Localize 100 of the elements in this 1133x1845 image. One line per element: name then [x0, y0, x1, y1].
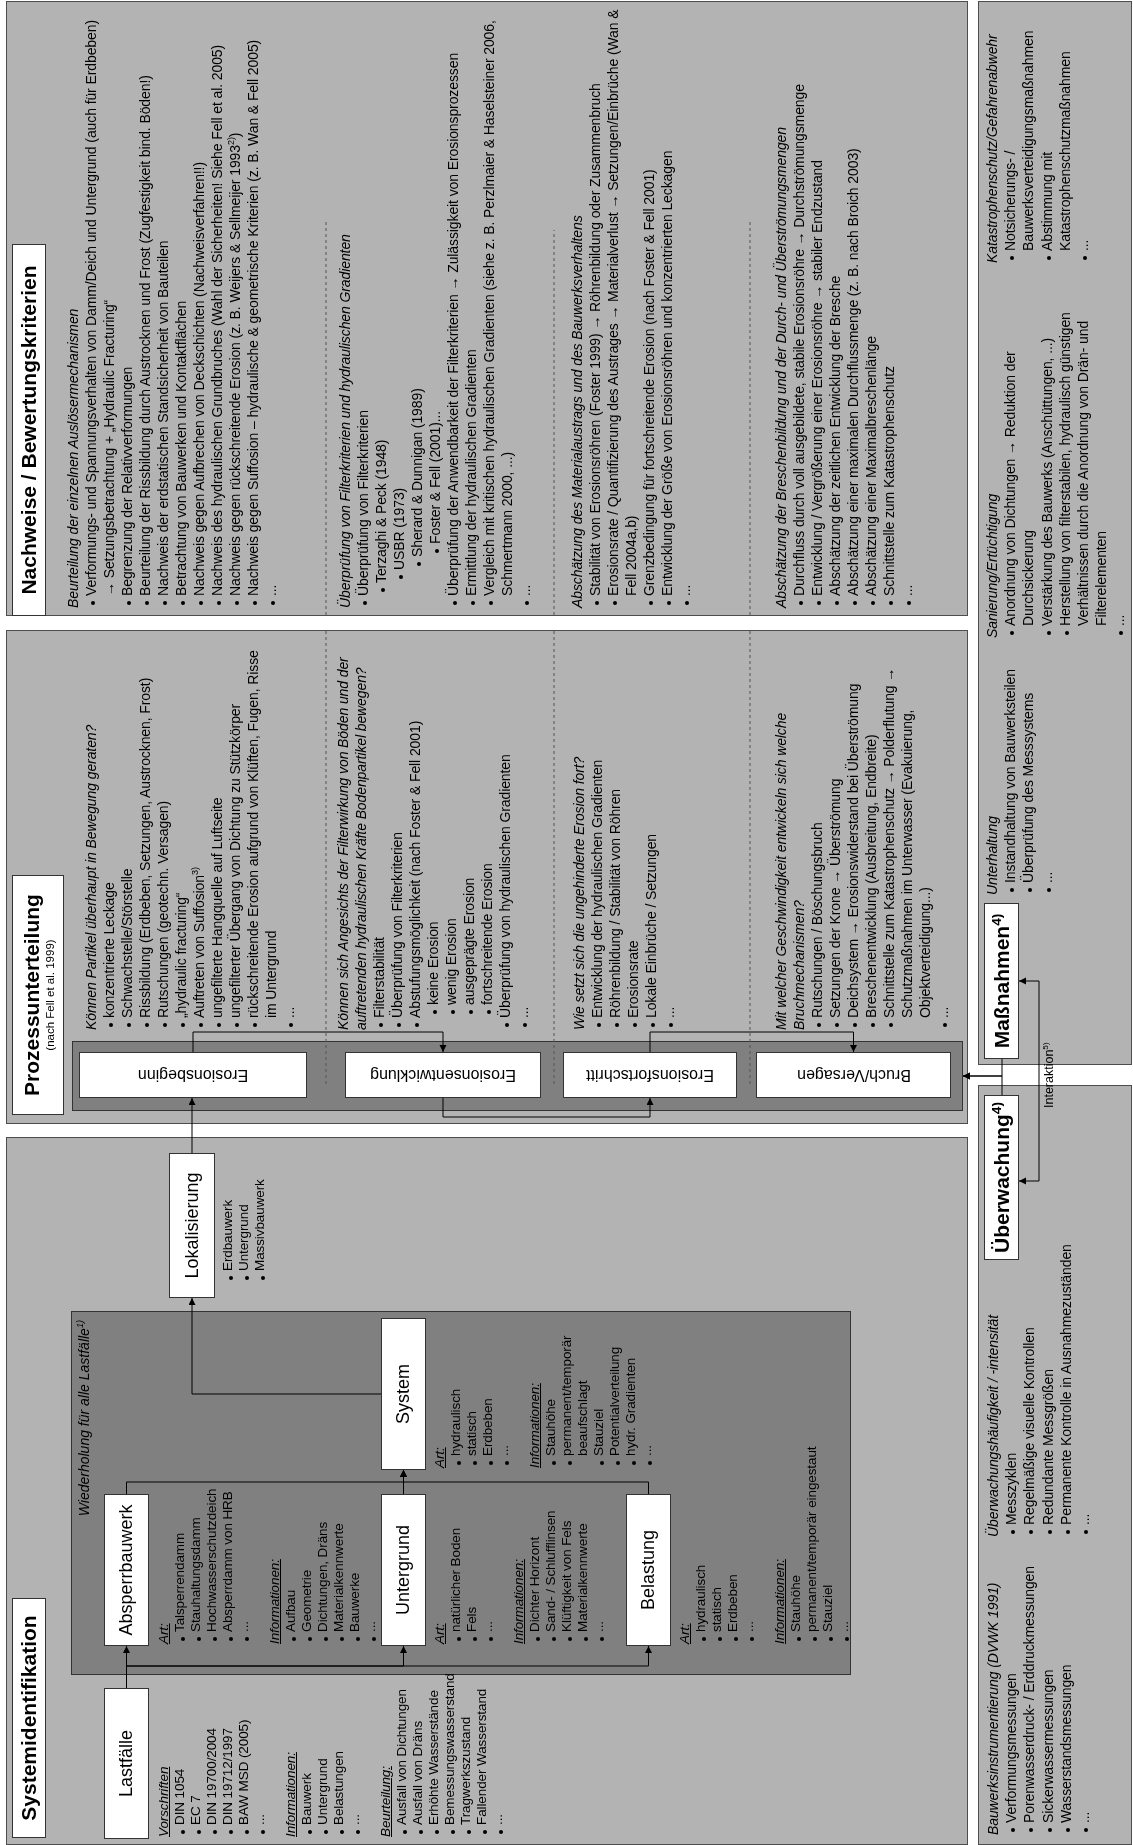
connector-arrow: [188, 1297, 382, 1395]
connector-arrow: [649, 1031, 857, 1053]
list-item: Materialkennwerte: [575, 1484, 591, 1644]
list-heading: Abschätzung des Materialaustrags und des Bauwerksverhaltens: [568, 214, 586, 608]
list-heading: Mit welcher Geschwindigkeit entwickeln sich welche Bruchmechanismen?: [772, 711, 808, 1030]
list-item: Stauziel: [591, 1318, 607, 1468]
list-item: Schwachstelle/Störstelle: [118, 642, 136, 1030]
list-item: ...: [898, 8, 916, 608]
list-item: Massivbauwerk: [252, 1153, 268, 1283]
list-item: Beurteilung der Rissbildung durch Austrocknen und Frost (Zugfestigkeit bind. Böden!): [136, 8, 154, 608]
list-item: keine Erosion: [424, 642, 442, 1030]
list-item: Rissbildung (Erdbeben, Setzungen, Austrocknen, Frost): [136, 642, 154, 1030]
list-item: Fels: [464, 1484, 480, 1644]
list-item: Terzaghi & Peck (1948): [372, 8, 390, 608]
list-item: Stauhaltungsdamm: [188, 1484, 204, 1644]
list-item: Breschenentwicklung (Ausbreitung, Endbreite): [862, 642, 880, 1030]
list-item: wenig Erosion: [442, 642, 460, 1030]
list-item: EC 7: [188, 1665, 204, 1837]
list-item: ...: [514, 642, 532, 1030]
list-item: Hochwasserschutzdeich: [204, 1484, 220, 1644]
list-item: ...: [252, 1665, 268, 1837]
list-item: Überprüfung von hydraulischen Gradienten: [496, 642, 514, 1030]
list-item: ...: [280, 642, 298, 1030]
list-item: Absperrdamm von HRB: [220, 1484, 236, 1644]
list-item: Überprüfung von Filterkriterien: [354, 8, 372, 608]
list-item: natürlicher Boden: [448, 1484, 464, 1644]
list-item: Dichtungen, Dräns: [315, 1484, 331, 1644]
list-item: ...: [236, 1484, 252, 1644]
list-item: Tragwerkszustand: [458, 1665, 474, 1837]
list-item: Permanente Kontrolle in Ausnahmezuständen: [1056, 1207, 1075, 1537]
list-item: hydr. Gradienten: [623, 1318, 639, 1468]
connector-arrow: [400, 1469, 649, 1495]
list-item: konzentrierte Leckage: [100, 642, 118, 1030]
list-item: permanent/temporär beaufschlagt: [559, 1318, 591, 1468]
component-box: [104, 1688, 149, 1839]
list-item: Abschätzung der zeitlichen Entwicklung der Bresche: [826, 8, 844, 608]
title-box: [12, 1598, 46, 1838]
section-panel: [6, 630, 968, 1124]
connector-arrow: [1018, 977, 1040, 1185]
list-item: Klüftigkeit von Fels: [559, 1484, 575, 1644]
list-item: „hydraulic fracturing“: [172, 642, 190, 1030]
list-item: Rutschungen (geotechn. Versagen): [154, 642, 172, 1030]
title-box: [12, 244, 46, 616]
list-item: Abschätzung einer maximalen Durchflussmenge (z. B. nach Broich 2003): [844, 8, 862, 608]
list-item: Herstellung von filterstabilen, hydraulisch günstigen Verhältnissen durch die Anordnung von Drän- und Filterelementen: [1055, 268, 1111, 638]
list-item: ...: [1037, 641, 1056, 895]
list-heading: Unterhaltung: [983, 815, 1001, 895]
list-item: Foster & Fell (2001)...: [426, 8, 444, 608]
list-item: Abschätzung einer Maximalbreschenlänge: [862, 8, 880, 608]
list-item: hydraulisch: [693, 1424, 709, 1644]
list-item: ...: [676, 8, 694, 608]
list-item: Überprüfung des Messsystems: [1019, 641, 1038, 895]
list-item: Stauhöhe: [788, 1424, 804, 1644]
component-box: [626, 1494, 671, 1646]
list-item: ...: [1075, 1540, 1094, 1835]
list-heading: Art:: [432, 1622, 448, 1644]
list-item: Abstufungsmöglichkeit (nach Foster & Fell 2001): [406, 642, 424, 1030]
box-label: Bruch/Versagen: [796, 1066, 911, 1084]
list-item: Schnittstelle zum Katastrophenschutz: [880, 8, 898, 608]
box-label: Absperrbauwerk: [116, 1504, 137, 1636]
box-label: Belastung: [638, 1529, 659, 1611]
list-item: ausgeprägte Erosion: [460, 642, 478, 1030]
list-item: Dichter Horizont: [527, 1484, 543, 1644]
list-heading: Können Partikel überhaupt in Bewegung geraten?: [82, 723, 100, 1030]
process-step-box: [563, 1052, 737, 1098]
list-item: Stauziel: [820, 1424, 836, 1644]
list-item: Potentialverteilung: [607, 1318, 623, 1468]
component-box: [381, 1494, 426, 1646]
list-heading: Wie setzt sich die ungehinderte Erosion fort?: [570, 755, 588, 1030]
list-item: Deichsystem → Erosionswiderstand bei Überströmung: [844, 642, 862, 1030]
connector-arrow: [962, 1072, 1003, 1096]
list-heading: Informationen:: [511, 1558, 527, 1644]
box-label: Lokalisierung: [181, 1172, 203, 1279]
list-item: ...: [347, 1665, 363, 1837]
list-item: ...: [660, 642, 678, 1030]
list-item: Verstärkung des Bauwerks (Anschüttungen, ...): [1037, 268, 1056, 638]
connector-arrow: [192, 1031, 447, 1053]
list-item: Ermittlung der hydraulischen Gradienten: [462, 8, 480, 608]
list-item: Instandhaltung von Bauwerksteilen: [1001, 641, 1020, 895]
section-panel: [6, 1, 968, 616]
list-item: Ausfall von Dräns: [410, 1665, 426, 1837]
list-item: Erdbeben: [480, 1318, 496, 1468]
list-item: BAW MSD (2005): [236, 1665, 252, 1837]
section-title: Systemidentifikation: [17, 1615, 41, 1821]
list-item: ungefilterte Hangquelle auf Luftseite: [208, 642, 226, 1030]
list-item: permanent/temporär eingestaut: [804, 1424, 820, 1644]
list-item: rückschreitende Erosion aufgrund von Klüften, Fugen, Risse im Untergrund: [244, 642, 280, 1030]
list-item: Anordnung von Dichtungen → Reduktion der Durchsickerung: [1001, 268, 1038, 638]
list-item: Erdbeben: [725, 1424, 741, 1644]
list-item: ...: [1074, 5, 1093, 263]
list-item: Ausfall von Dichtungen: [394, 1665, 410, 1837]
title-box: [984, 903, 1019, 1059]
list-item: Notsicherungs- / Bauwerksverteidigungsmaßnahmen: [1001, 5, 1038, 263]
list-item: Bauwerk: [299, 1665, 315, 1837]
component-box: [104, 1494, 149, 1646]
list-item: statisch: [464, 1318, 480, 1468]
list-item: ...: [741, 1424, 757, 1644]
section-title: Nachweise / Bewertungskriterien: [17, 265, 41, 595]
list-heading: Katastrophenschutz/Gefahrenabwehr: [983, 33, 1001, 263]
list-item: Vergleich mit kritischen hydraulischen Gradienten (siehe z. B. Perzlmaier & Haselsteiner 2006, Schmertmann 2000, ...): [480, 8, 516, 608]
